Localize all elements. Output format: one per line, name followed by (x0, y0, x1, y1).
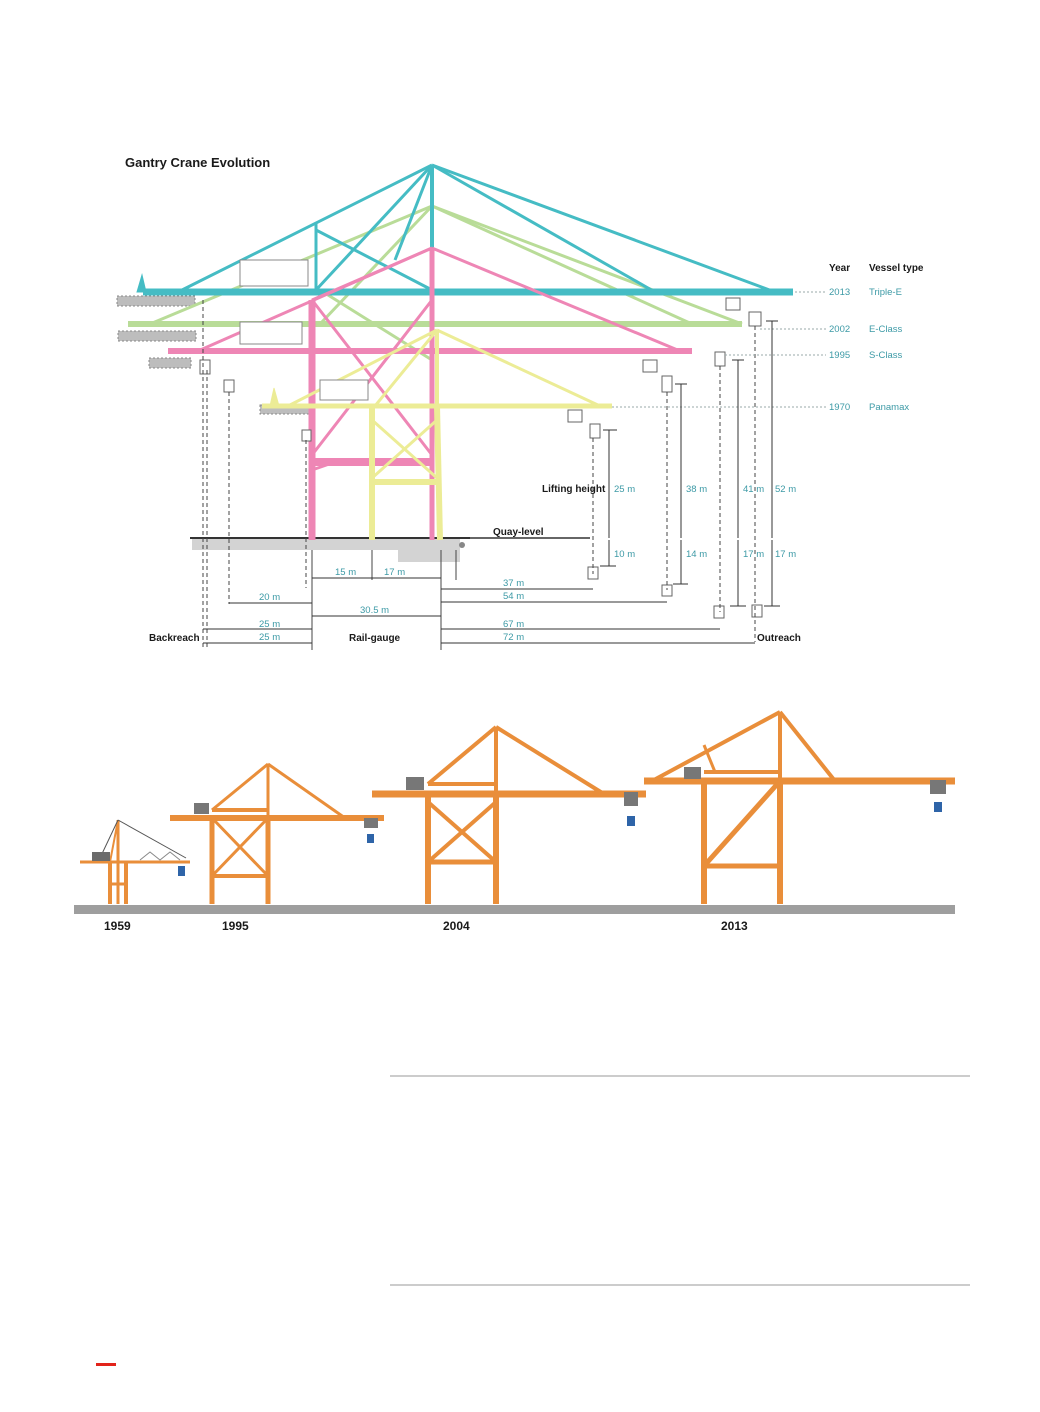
legend-year-2002: 2002 (829, 324, 850, 335)
legend-leader-lines (612, 291, 826, 408)
depth-value: 17 m (743, 549, 764, 560)
outreach-measure: 37 m (503, 578, 524, 589)
crane-1970-panamax (262, 328, 612, 541)
depth-value: 10 m (614, 549, 635, 560)
legend-year-1995: 1995 (829, 350, 850, 361)
backreach-measure: 25 m (259, 619, 280, 630)
legend: Year Vessel type 2013 Triple-E 2002 E-Cl… (829, 263, 924, 413)
outreach-measure: 54 m (503, 591, 524, 602)
trolleys-and-spreaders (199, 297, 763, 619)
legend-year-1970: 1970 (829, 402, 850, 413)
crane-2004 (372, 725, 646, 904)
rail-measure: 17 m (384, 567, 405, 578)
legend-vessel-panamax: Panamax (869, 402, 909, 413)
machinery-houses (239, 259, 369, 401)
lifting-height-value: 25 m (614, 484, 635, 495)
crane-2013 (644, 710, 955, 904)
legend-year-2013: 2013 (829, 287, 850, 298)
crane-size-comparison: 1959 1995 2004 2013 (74, 710, 955, 933)
legend-vessel-s-class: S-Class (869, 350, 903, 361)
crane-2013-triplee (136, 163, 793, 296)
accent-mark (96, 1363, 116, 1366)
lifting-height-value: 52 m (775, 484, 796, 495)
crane-1995 (170, 762, 384, 904)
dashed-guides (202, 300, 756, 648)
measure-labels: 25 m 38 m 41 m 52 m 10 m 14 m 17 m 17 m … (259, 484, 796, 643)
quay-structure (190, 537, 470, 562)
rail-gauge-label: Rail-gauge (349, 633, 401, 644)
crane-1959 (80, 819, 190, 904)
crane-1995-sclass (168, 246, 692, 540)
lifting-height-value: 41 m (743, 484, 764, 495)
crane-evolution-diagram: Gantry Crane Evolution (116, 155, 924, 650)
outreach-label: Outreach (757, 633, 801, 644)
horizontal-dimension-lines (203, 577, 755, 644)
legend-header-year: Year (829, 263, 850, 274)
depth-value: 17 m (775, 549, 796, 560)
backreach-measure: 20 m (259, 592, 280, 603)
outreach-measure: 72 m (503, 632, 524, 643)
rail-measure: 30.5 m (360, 605, 389, 616)
backreach-label: Backreach (149, 633, 200, 644)
ground-bar (74, 905, 955, 914)
rail-measure: 15 m (335, 567, 356, 578)
diagram-title: Gantry Crane Evolution (125, 155, 270, 170)
legend-vessel-triple-e: Triple-E (869, 287, 902, 298)
backreach-measure: 25 m (259, 632, 280, 643)
lifting-height-label: Lifting height (542, 484, 606, 495)
year-label-2004: 2004 (443, 919, 470, 933)
year-label-2013: 2013 (721, 919, 748, 933)
dimension-captions: Lifting height Quay-level Backreach Rail… (149, 484, 801, 644)
rail-leg-lines (311, 550, 457, 650)
year-label-1959: 1959 (104, 919, 131, 933)
depth-value: 14 m (686, 549, 707, 560)
quay-level-label: Quay-level (493, 527, 544, 538)
outreach-measure: 67 m (503, 619, 524, 630)
lifting-height-value: 38 m (686, 484, 707, 495)
year-label-1995: 1995 (222, 919, 249, 933)
vertical-dimension-lines (600, 320, 780, 607)
legend-header-vessel: Vessel type (869, 263, 924, 274)
legend-vessel-e-class: E-Class (869, 324, 903, 335)
